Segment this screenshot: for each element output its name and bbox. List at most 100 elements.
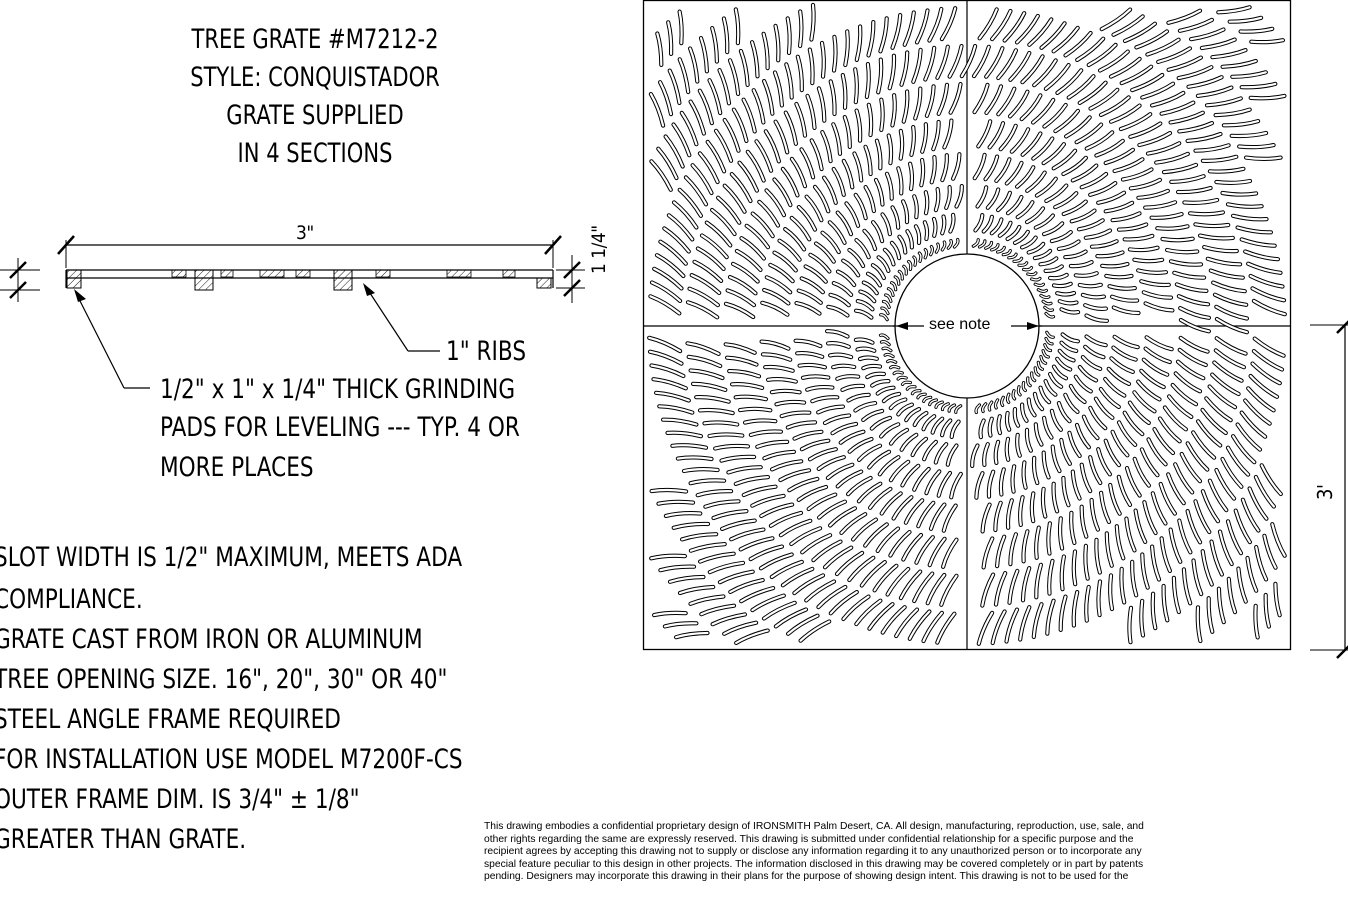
grate-slot-inner <box>689 369 724 380</box>
grate-slot-inner <box>667 214 694 241</box>
grate-slot-inner <box>913 411 928 427</box>
grate-slot-inner <box>914 87 922 120</box>
grate-slot-inner <box>1155 152 1189 164</box>
grate-slot-inner <box>1178 348 1207 367</box>
grate-slot-inner <box>1022 461 1027 489</box>
grate-slot-inner <box>875 139 882 170</box>
grate-slot-inner <box>1201 490 1220 523</box>
see-note-label: see note <box>928 316 992 334</box>
grate-slot-inner <box>1161 237 1194 242</box>
grate-slot-inner <box>764 365 794 372</box>
grate-slot-inner <box>1065 116 1091 138</box>
grate-slot-inner <box>975 472 984 499</box>
grate-slot-inner <box>742 485 777 497</box>
grate-slot-inner <box>703 421 739 426</box>
grate-slot-inner <box>997 87 1016 116</box>
grate-slot-inner <box>827 305 849 317</box>
grate-slot-inner <box>845 202 860 227</box>
grate-slot-inner <box>882 392 901 403</box>
grate-slot-inner <box>829 507 856 527</box>
grate-slot-inner <box>1211 49 1247 59</box>
grate-slot-inner <box>923 440 937 461</box>
grate-slot-inner <box>690 274 721 294</box>
grate-slot-inner <box>885 294 892 302</box>
grate-slot-inner <box>809 253 831 273</box>
grate-slot-inner <box>880 98 884 131</box>
grate-slot-inner <box>1034 214 1054 229</box>
grate-slot-inner <box>676 456 713 461</box>
grate-slot-inner <box>903 11 915 46</box>
grate-slot-inner <box>911 389 921 395</box>
grate-slot-inner <box>1051 445 1061 473</box>
grate-slot-inner <box>841 74 847 109</box>
grate-slot-inner <box>985 85 1003 114</box>
grate-slot-inner <box>1192 559 1203 596</box>
grate-slot-inner <box>1230 131 1268 138</box>
grate-slot-inner <box>659 240 687 265</box>
grate-slot-inner <box>931 417 944 434</box>
grate-slot-inner <box>1064 393 1079 413</box>
grate-slot-inner <box>1080 172 1108 189</box>
grate-slot-inner <box>658 405 694 414</box>
grate-slot-inner <box>756 440 789 448</box>
grate-slot-inner <box>1215 337 1247 355</box>
grate-slot-inner <box>901 381 912 386</box>
grate-slot-inner <box>817 405 844 414</box>
grate-slot-inner <box>692 382 727 391</box>
grate-slot-inner <box>1138 132 1172 147</box>
grate-slot-inner <box>1035 177 1057 197</box>
grate-slot-inner <box>1039 386 1051 404</box>
grate-slot-inner <box>726 289 756 307</box>
grate-slot-inner <box>890 241 901 260</box>
grate-slot-inner <box>652 378 687 390</box>
grate-slot-inner <box>689 47 699 83</box>
grate-slot-inner <box>749 545 783 561</box>
grate-slot-inner <box>832 167 845 196</box>
grate-slot-inner <box>979 419 985 439</box>
grate-slot-inner <box>998 221 1012 237</box>
grate-slot-inner <box>897 403 913 416</box>
grate-slot-inner <box>1005 411 1011 431</box>
grate-slot-inner <box>1020 94 1042 121</box>
grate-slot-inner <box>928 537 946 567</box>
grate-slot-inner <box>758 200 780 227</box>
grate-slot-inner <box>863 229 877 250</box>
grate-slot-inner <box>855 599 882 626</box>
grate-slot-inner <box>1043 416 1053 439</box>
grate-slot-inner <box>1044 344 1052 352</box>
grate-slot-inner <box>1003 12 1026 42</box>
grate-slot-inner <box>950 420 960 438</box>
grate-slot-inner <box>960 45 977 78</box>
grate-slot-inner <box>909 162 914 191</box>
grate-slot-inner <box>1042 451 1050 479</box>
grate-slot-inner <box>662 418 698 426</box>
grate-slot-inner <box>829 591 858 615</box>
grate-slot-inner <box>1208 479 1228 512</box>
grate-slot-inner <box>891 14 902 49</box>
grate-slot-inner <box>1151 592 1157 630</box>
grate-slot-inner <box>790 216 811 241</box>
grate-slot-inner <box>832 364 856 369</box>
grate-slot-inner <box>666 431 702 438</box>
disclaimer-line-5: pending. Designers may incorporate this … <box>484 871 1129 883</box>
grate-slot-inner <box>1146 38 1180 56</box>
grate-slot-inner <box>781 167 799 197</box>
grate-slot-inner <box>981 503 991 533</box>
grate-slot-inner <box>890 282 897 291</box>
grate-slot-inner <box>908 610 931 640</box>
grate-slot-inner <box>1239 27 1274 33</box>
grate-slot-inner <box>889 398 907 410</box>
grate-slot-inner <box>827 342 850 348</box>
grate-slot-inner <box>832 35 837 72</box>
grate-slot-inner <box>655 391 690 402</box>
grate-slot-inner <box>898 235 907 254</box>
grate-slot-inner <box>1133 258 1164 263</box>
grate-slot-inner <box>1070 511 1076 544</box>
grate-slot-inner <box>942 504 957 532</box>
grate-slot-inner <box>895 608 919 638</box>
grate-slot-inner <box>779 469 811 482</box>
grate-slot-inner <box>675 631 709 639</box>
grate-slot-inner <box>1097 580 1102 617</box>
grate-slot-inner <box>700 604 736 616</box>
